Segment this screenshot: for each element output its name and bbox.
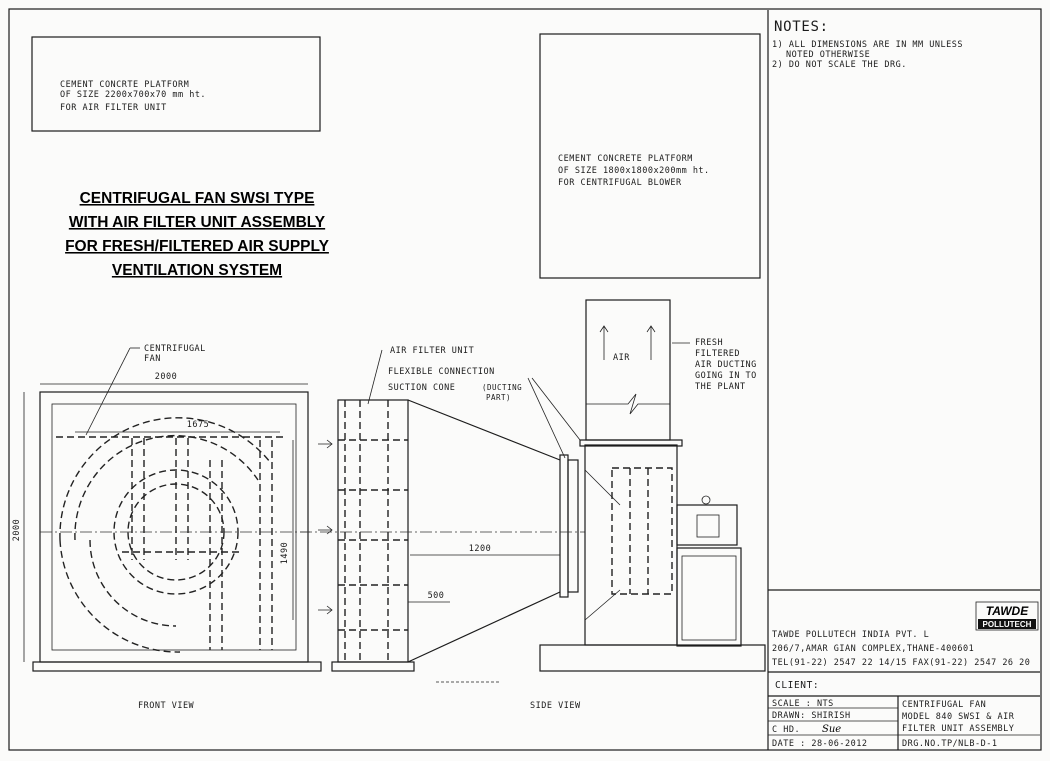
sheet-border [8,8,1042,751]
label-centrifugal: CENTRIFUGAL [144,344,206,354]
platform-filter-text-3: FOR AIR FILTER UNIT [60,103,167,113]
dim-1675: 1675 [187,420,209,430]
title-line-3: FOR FRESH/FILTERED AIR SUPPLY [65,238,329,255]
platform-blower-text-1: CEMENT CONCRETE PLATFORM [558,154,693,164]
note-1b: NOTED OTHERWISE [786,50,870,60]
svg-text:TAWDE: TAWDE [986,604,1029,618]
platform-blower-text-2: OF SIZE 1800x1800x200mm ht. [558,166,710,176]
caption-front-view: FRONT VIEW [138,701,195,711]
svg-text:POLLUTECH: POLLUTECH [983,620,1032,629]
platform-filter-text-1: CEMENT CONCRTE PLATFORM [60,80,189,90]
caption-side-view: SIDE VIEW [530,701,581,711]
platform-filter-box [31,36,321,132]
dim-500: 500 [428,591,445,601]
label-fan: FAN [144,354,161,364]
dim-height-2000: 2000 [12,519,22,541]
label-flexible-connection: FLEXIBLE CONNECTION [388,367,495,377]
dim-1200: 1200 [469,544,491,554]
company-phone: TEL(91-22) 2547 22 14/15 FAX(91-22) 2547… [772,658,1030,668]
label-fresh-2: FILTERED [695,349,740,359]
client-label: CLIENT: [775,680,819,691]
title-line-1: CENTRIFUGAL FAN SWSI TYPE [80,190,315,207]
drawn-by: DRAWN: SHIRISH [772,711,851,721]
date: DATE : 28-06-2012 [772,739,868,749]
label-air-filter-unit: AIR FILTER UNIT [390,346,474,356]
label-fresh-3: AIR DUCTING [695,360,757,370]
drawing-desc-2: MODEL 840 SWSI & AIR [902,712,1015,722]
drawing-desc-3: FILTER UNIT ASSEMBLY [902,724,1014,734]
drawing-desc-1: CENTRIFUGAL FAN [902,700,986,710]
title-line-4: VENTILATION SYSTEM [112,262,282,279]
company-address: 206/7,AMAR GIAN COMPLEX,THANE-400601 [772,644,974,654]
checked-by: C HD. [772,725,800,735]
label-ducting-1: (DUCTING [482,383,522,392]
platform-blower-text-3: FOR CENTRIFUGAL BLOWER [558,178,682,188]
side-view: 1200 500 AIR AIR FILTER UNIT FLEXIBLE CO… [300,299,766,683]
note-2: 2) DO NOT SCALE THE DRG. [772,60,907,70]
label-ducting-2: PART) [486,393,511,402]
label-fresh-4: GOING IN TO [695,371,757,381]
platform-blower-box [539,33,761,279]
note-1: 1) ALL DIMENSIONS ARE IN MM UNLESS [772,40,963,50]
title-line-2: WITH AIR FILTER UNIT ASSEMBLY [69,214,326,231]
label-suction-cone: SUCTION CONE [388,383,455,393]
dim-1490: 1490 [280,542,290,564]
notes-heading: NOTES: [774,19,829,35]
drawing-number: DRG.NO.TP/NLB-D-1 [902,739,998,749]
label-fresh-5: THE PLANT [695,382,746,392]
label-air: AIR [613,353,630,363]
front-view: 2000 2000 1675 1490 CENTRIFUGAL FAN [12,344,333,672]
label-fresh-1: FRESH [695,338,723,348]
checked-signature: Sue [822,724,841,735]
scale: SCALE : NTS [772,699,834,709]
dim-width-2000: 2000 [155,372,177,382]
company-name: TAWDE POLLUTECH INDIA PVT. L [772,630,929,640]
company-logo [975,601,1039,631]
platform-filter-text-2: OF SIZE 2200x700x70 mm ht. [60,90,206,100]
